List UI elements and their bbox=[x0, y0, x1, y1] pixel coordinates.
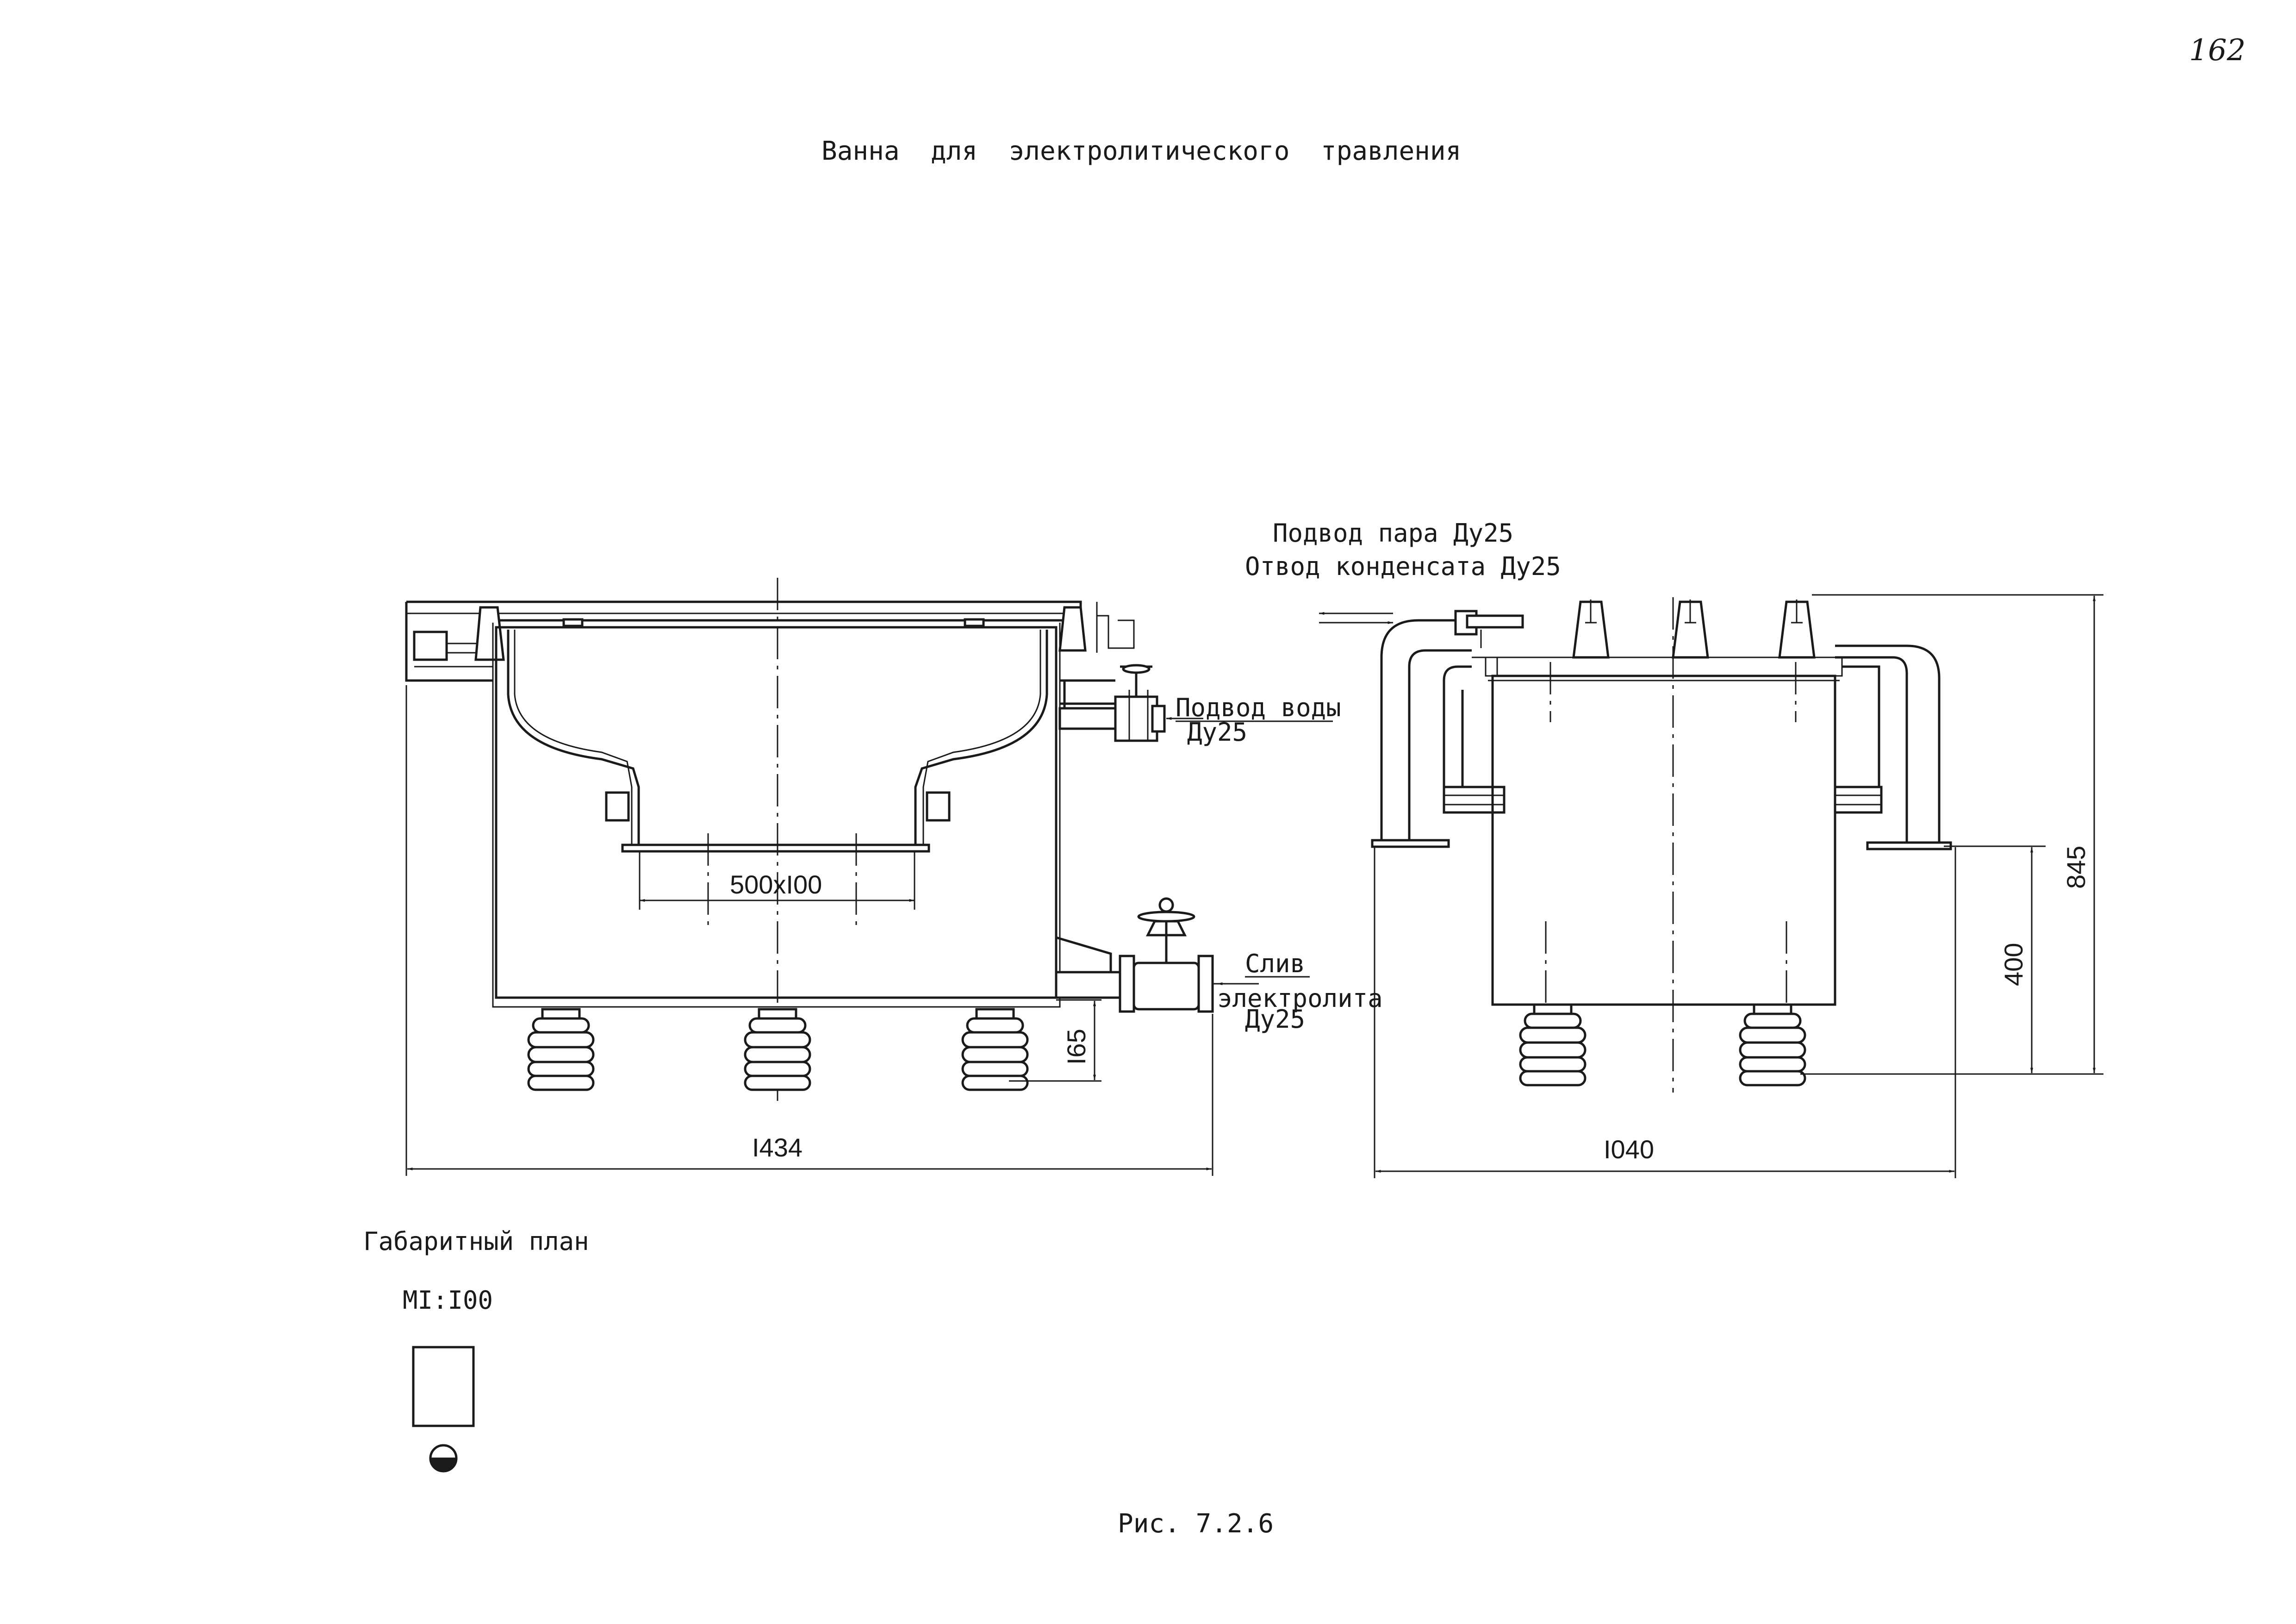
water-supply-valve bbox=[1058, 664, 1166, 742]
front-left-flange bbox=[413, 631, 448, 661]
dim-165: I65 bbox=[1062, 1029, 1091, 1065]
drawing-title: Ванна для электролитического травления bbox=[821, 136, 1461, 166]
page-number: 162 bbox=[2189, 33, 2246, 68]
side-view: Подвод пара Ду25 Отвод конденсата Ду25 bbox=[1245, 518, 2103, 1178]
figure-caption: Рис. 7.2.6 bbox=[1118, 1509, 1274, 1539]
drain-valve bbox=[1055, 897, 1222, 1013]
label-water-2: Ду25 bbox=[1187, 718, 1247, 747]
plan-caption: Габаритный план bbox=[363, 1227, 589, 1256]
side-tank-body bbox=[1491, 675, 1836, 1006]
front-insulators bbox=[527, 1008, 1029, 1091]
label-steam-1: Подвод пара Ду25 bbox=[1273, 518, 1513, 548]
label-steam-2: Отвод конденсата Ду25 bbox=[1245, 552, 1561, 581]
steam-arrows bbox=[1319, 612, 1393, 624]
plan-outline bbox=[412, 1346, 475, 1427]
dim-845: 845 bbox=[2061, 846, 2091, 889]
side-clamps bbox=[1572, 600, 1816, 659]
front-view: 500хI00 bbox=[405, 578, 1383, 1176]
dim-400: 400 bbox=[1999, 943, 2028, 986]
dim-basket: 500хI00 bbox=[730, 870, 822, 899]
plan-scale: MI:I00 bbox=[403, 1286, 493, 1315]
front-right-clamp bbox=[1058, 606, 1087, 652]
label-drain-3: Ду25 bbox=[1245, 1005, 1305, 1034]
dim-1434: I434 bbox=[752, 1133, 803, 1162]
plan-block: Габаритный план MI:I00 bbox=[363, 1227, 589, 1473]
side-right-pipe bbox=[1835, 644, 1941, 845]
front-tank-body bbox=[495, 626, 1058, 999]
dim-1040: I040 bbox=[1604, 1135, 1654, 1164]
side-left-pipe-inner bbox=[1443, 665, 1472, 787]
label-drain-1: Слив bbox=[1245, 949, 1305, 978]
side-left-pipe-outer bbox=[1380, 619, 1472, 843]
bath-symbol-icon bbox=[429, 1444, 458, 1473]
front-left-clamp bbox=[474, 606, 505, 661]
label-drain-2: электролита bbox=[1217, 984, 1383, 1013]
side-insulators bbox=[1519, 1003, 1806, 1087]
label-water-1: Подвод воды bbox=[1176, 693, 1341, 722]
